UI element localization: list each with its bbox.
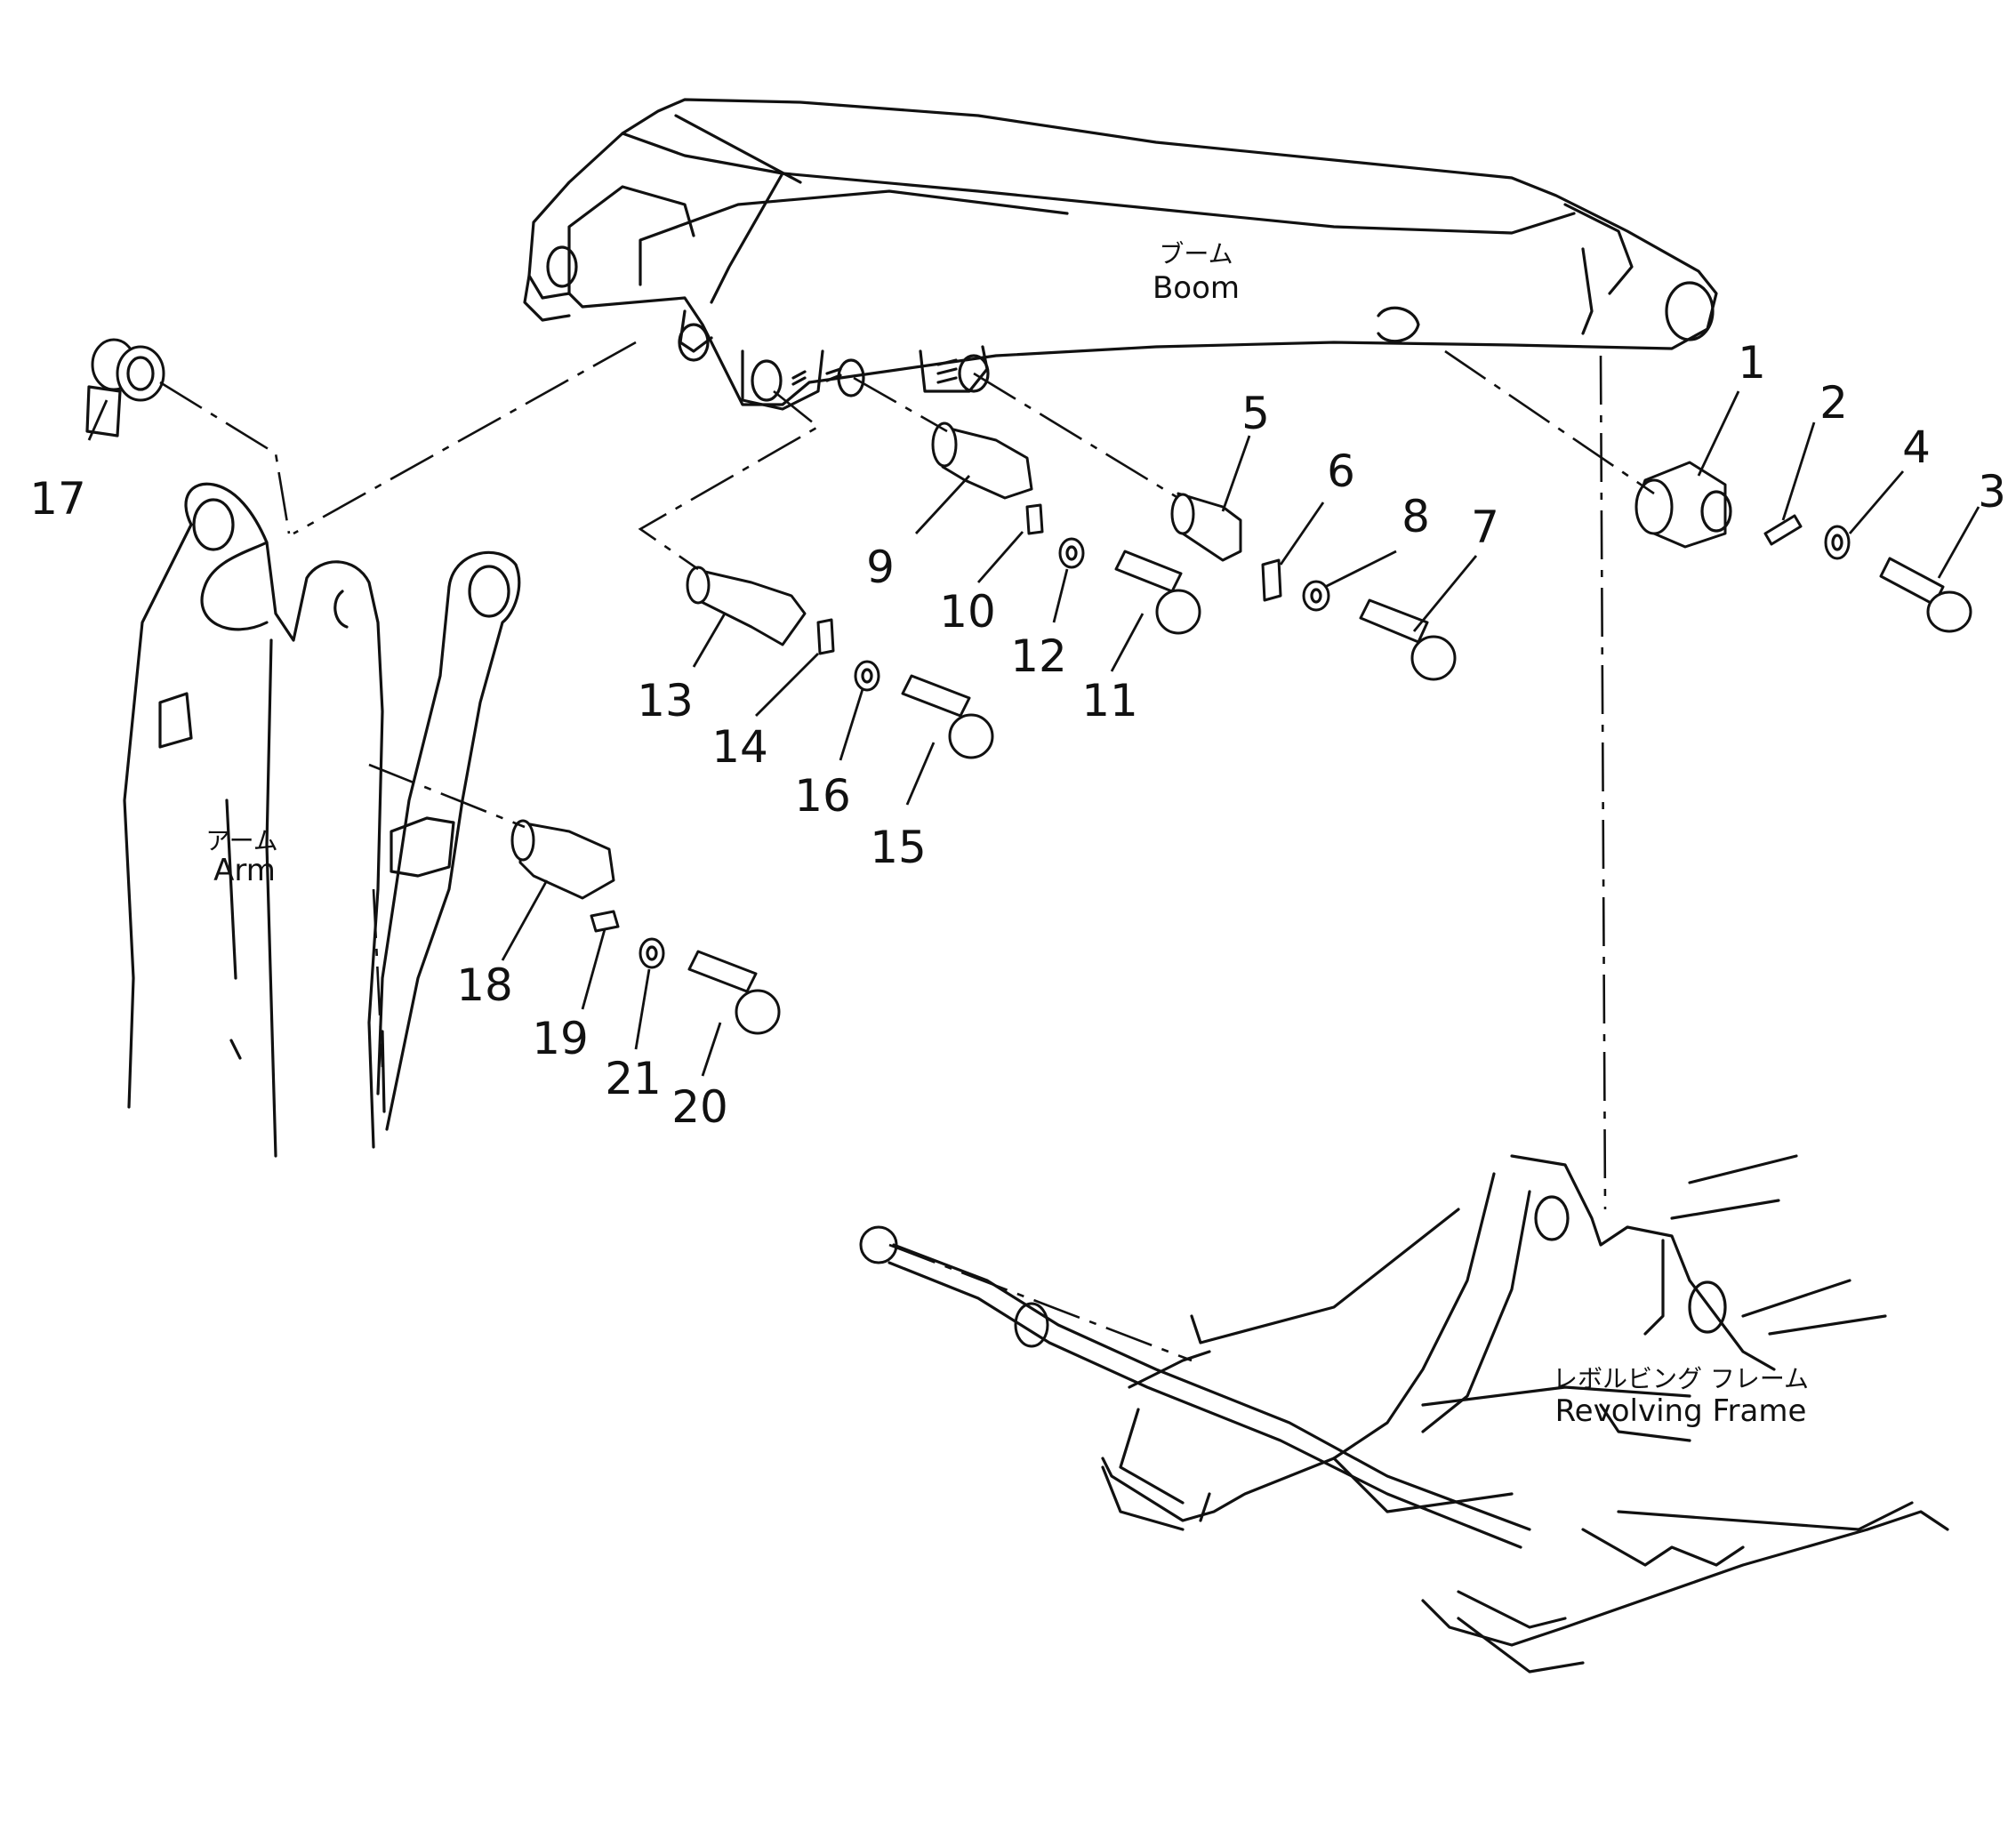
callout-3: 3	[1978, 466, 2006, 518]
part-20-bolt	[687, 950, 781, 1035]
part-21-washer	[639, 937, 665, 969]
boom-label-jp: ブーム	[1159, 239, 1233, 269]
boom-drawing	[523, 98, 1718, 411]
part-8-washer	[1302, 580, 1330, 612]
part-10-plate	[1025, 503, 1044, 535]
part-6-plate	[1261, 558, 1282, 602]
callout-20: 20	[671, 1081, 728, 1133]
part-1-pin	[1634, 461, 1732, 549]
part-9-pin	[931, 421, 1033, 500]
callout-12: 12	[1010, 630, 1067, 682]
component-labels: ブーム Boom アーム Arm レボルビング フレーム Revolving F…	[205, 239, 1809, 1429]
callout-13: 13	[637, 675, 694, 726]
callout-10: 10	[939, 586, 996, 638]
callout-17: 17	[29, 473, 86, 525]
boom-label: Boom	[1153, 270, 1240, 306]
part-5-pin	[1170, 492, 1242, 562]
part-13-pin	[686, 566, 807, 646]
part-18-pin	[510, 819, 615, 900]
callout-16: 16	[794, 770, 851, 822]
assembly-lines	[159, 341, 1655, 1362]
leader-lines	[87, 390, 1980, 1077]
arm-label: Arm	[213, 853, 276, 888]
callout-11: 11	[1081, 675, 1138, 726]
callout-2: 2	[1819, 377, 1848, 429]
callout-18: 18	[456, 959, 513, 1011]
part-19-plate	[590, 910, 620, 933]
arm-cylinder-drawing	[376, 550, 521, 1131]
callout-6: 6	[1327, 445, 1355, 497]
callout-21: 21	[605, 1053, 662, 1104]
part-4-washer	[1824, 525, 1851, 560]
part-16-washer	[854, 660, 880, 692]
callout-9: 9	[866, 542, 895, 593]
frame-drawing	[859, 1154, 1949, 1673]
callout-5: 5	[1241, 388, 1270, 439]
callout-1: 1	[1738, 337, 1766, 389]
part-14-plate	[816, 618, 835, 655]
callout-numbers: 1 2 3 4 5 6 7 8 9 10 11 12 13 14 15 16 1…	[29, 337, 2006, 1133]
callout-15: 15	[870, 822, 927, 873]
part-11-bolt	[1114, 550, 1201, 635]
callout-19: 19	[532, 1013, 589, 1064]
frame-label: Revolving Frame	[1555, 1393, 1807, 1429]
part-15-bolt	[901, 674, 994, 759]
callout-8: 8	[1402, 491, 1430, 542]
part-3-bolt	[1879, 557, 1972, 633]
part-2-plate	[1763, 514, 1803, 546]
callout-7: 7	[1471, 502, 1499, 553]
callout-14: 14	[711, 721, 768, 773]
part-12-washer	[1058, 537, 1085, 569]
part-7-bolt	[1359, 598, 1457, 681]
frame-label-jp: レボルビング フレーム	[1553, 1364, 1809, 1393]
callout-4: 4	[1902, 421, 1931, 473]
arm-label-jp: アーム	[205, 826, 277, 855]
arm-drawing	[85, 338, 384, 1158]
